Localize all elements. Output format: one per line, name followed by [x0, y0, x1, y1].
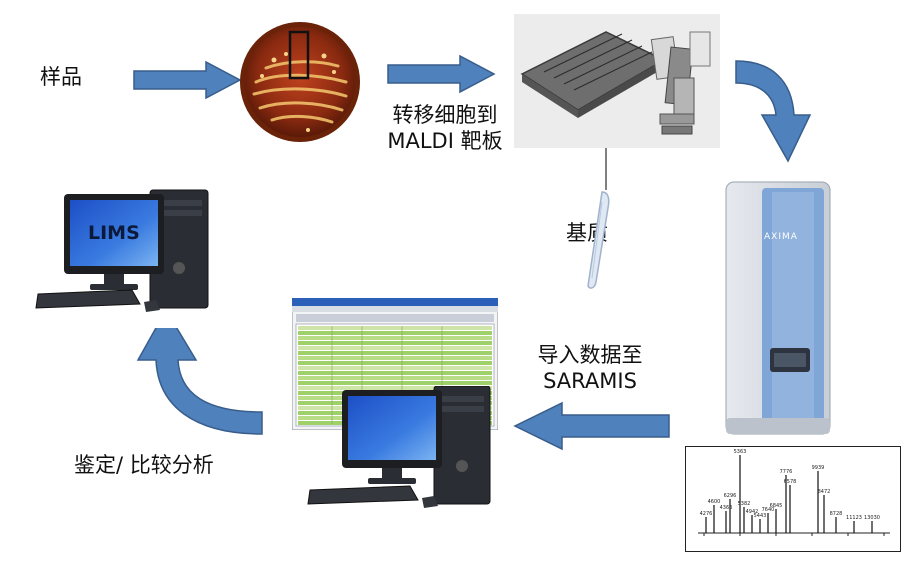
spectrum-peak-label: 4363 [720, 505, 733, 511]
label-identify: 鉴定/ 比较分析 [74, 453, 214, 477]
label-transfer-line1: 转移细胞到 [392, 103, 498, 127]
label-transfer-line2: MALDI 靶板 [387, 129, 503, 154]
software-table-row [298, 361, 492, 365]
label-import: 导入数据至 SARAMIS [520, 342, 660, 395]
software-table-row [298, 386, 492, 390]
curved-arrow-to-lims [136, 328, 263, 435]
spectrum-peak-label: 7640 [762, 507, 775, 513]
arrow-import [513, 401, 670, 451]
software-table-row [298, 356, 492, 360]
software-table-row [298, 381, 492, 385]
maldi-plates-image [514, 14, 720, 148]
spectrum-peak-label: 6578 [784, 479, 797, 485]
software-table-row [298, 346, 492, 350]
spectrum-peak-label: 6296 [724, 493, 737, 499]
spectrum-peak-label: 4600 [708, 499, 721, 505]
spectrum-peak-label: 4276 [700, 511, 713, 517]
maldi-instrument-image [725, 181, 831, 435]
spectrum-peak-label: 5443 [754, 513, 767, 519]
pipette-image [587, 191, 610, 289]
spectrum-peak-label: 8472 [818, 489, 831, 495]
software-table-row [298, 351, 492, 355]
spectrum-peak-label: 6845 [770, 503, 783, 509]
lims-screen-text: LIMS [88, 222, 140, 244]
spectrum-peak-label: 9939 [812, 465, 825, 471]
spectrum-peak-label: 13030 [864, 515, 880, 521]
software-table-row [298, 341, 492, 345]
spectrum-peak-label: 5363 [734, 449, 747, 455]
mass-spectrum-plot: 5363 7776 9939 6578 4600 8472 4363 5382 68457640… [698, 449, 890, 536]
spectrum-peak-label: 8728 [830, 511, 843, 517]
software-table-row [298, 376, 492, 380]
spectrum-peak-label: 5382 [738, 501, 751, 507]
curved-arrow-plate-to-instrument [735, 60, 812, 163]
spectrum-peak-label: 7776 [780, 469, 793, 475]
arrow-dish-to-plate [387, 54, 496, 94]
spectrum-peak-label: 11123 [846, 515, 862, 521]
label-transfer: 转移细胞到 MALDI 靶板 [360, 102, 530, 155]
software-table-row [298, 371, 492, 375]
arrow-sample-to-dish [133, 60, 242, 100]
software-table-row [298, 331, 492, 335]
instrument-brand-text: AXIMA [764, 232, 798, 242]
label-sample: 样品 [40, 65, 82, 89]
label-import-line2: SARAMIS [543, 369, 637, 394]
software-table-row [298, 336, 492, 340]
label-import-line1: 导入数据至 [537, 343, 643, 367]
petri-dish-image [240, 22, 360, 142]
software-table-row [298, 366, 492, 370]
software-table-row [298, 326, 492, 330]
workstation-computer-image [307, 386, 491, 508]
spectrum-peak-label: 4942 [746, 509, 759, 515]
lims-computer-image [35, 189, 209, 312]
